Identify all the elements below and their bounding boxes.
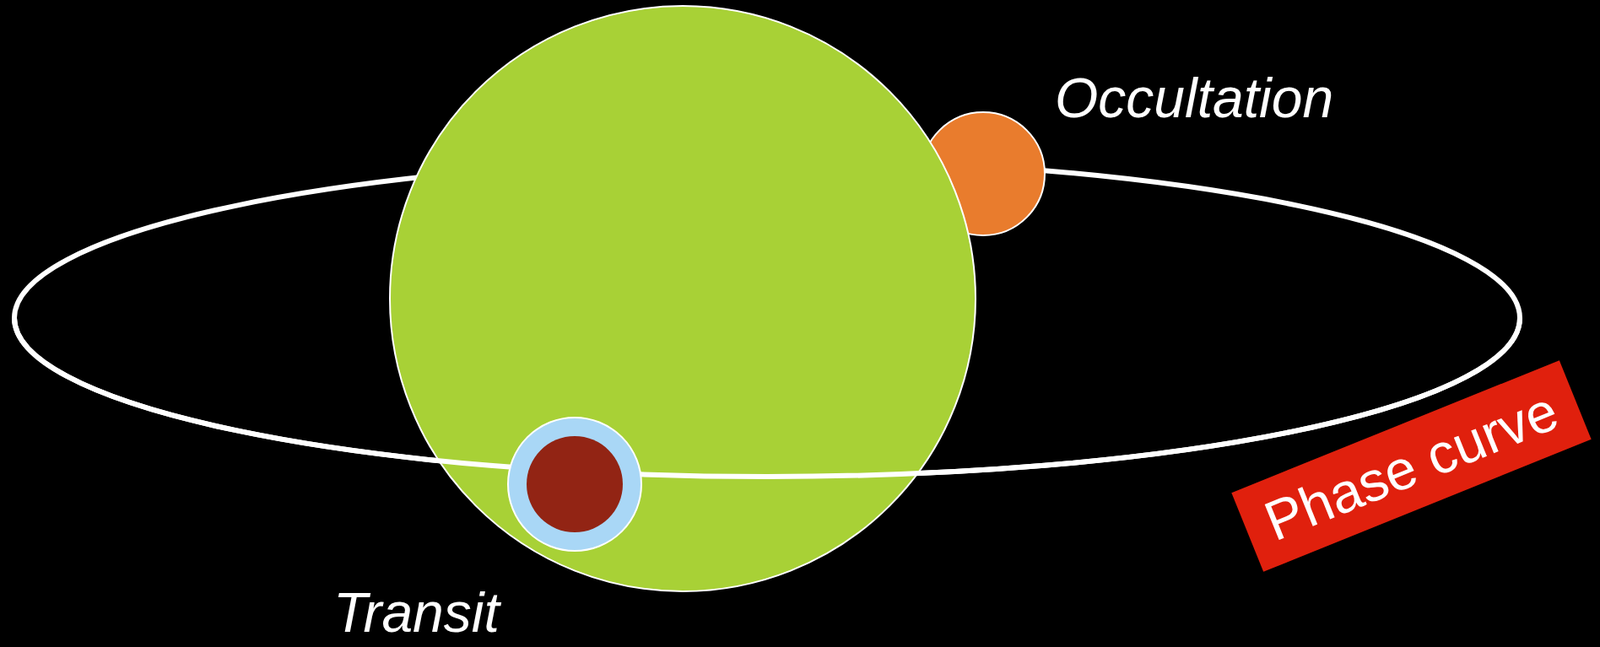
transiting-planet [526,436,623,533]
phase-curve-tag: Phase curve [1231,360,1591,573]
star-disc [389,5,976,592]
orbit-front-arc [14,318,1520,477]
tag-text: Phase curve [1255,378,1566,552]
transit-label: Transit [333,582,500,644]
planet-atmosphere-ring [508,417,642,552]
occultation-label: Occultation [1054,67,1334,130]
